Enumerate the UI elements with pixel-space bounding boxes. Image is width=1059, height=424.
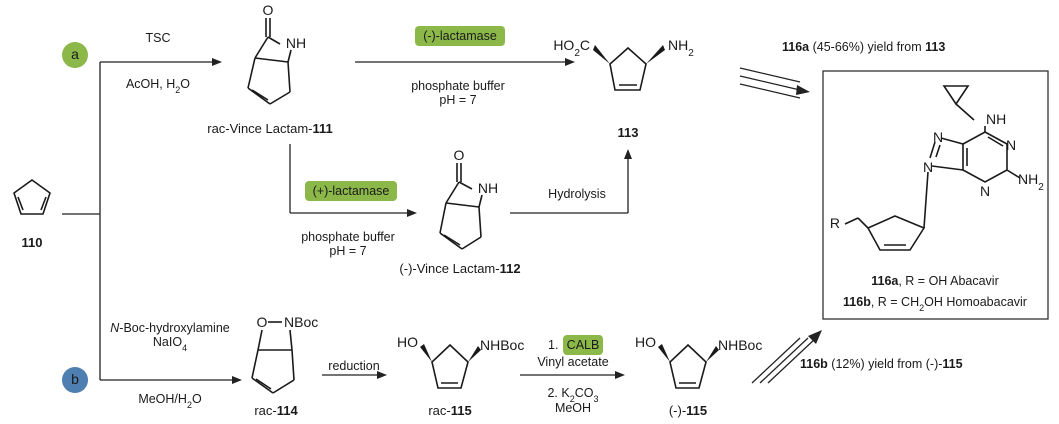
abacavir-structure	[844, 85, 1021, 251]
multistep-arrow-116b	[751, 330, 822, 384]
plus-lactamase-badge	[305, 181, 397, 201]
route-b-label: b	[71, 371, 79, 387]
phosphate-buffer-1: phosphate buffer	[411, 79, 505, 93]
lactam-112-oxygen: O	[454, 147, 465, 163]
r-group: R	[830, 215, 840, 231]
arrow-head-111-to-112	[407, 209, 417, 217]
vince-lactam-111-structure	[247, 18, 292, 105]
compound-rac-115-label: rac-115	[428, 403, 471, 418]
hydrolysis-label: Hydrolysis	[548, 187, 606, 201]
step2-meoh: MeOH	[555, 401, 591, 415]
cyclopentadiene-structure	[13, 179, 51, 215]
product-box	[822, 70, 1049, 320]
compound-114-label: rac-114	[254, 403, 298, 418]
nh2-group-113: NH2	[668, 37, 694, 59]
plus-lactamase-label: (+)-lactamase	[313, 184, 390, 198]
condition-naio4: NaIO4	[153, 335, 187, 353]
yield-116b: 116b (12%) yield from (-)-115	[800, 357, 963, 371]
route-a-badge	[62, 42, 88, 68]
vince-lactam-112-structure	[439, 163, 483, 250]
compound-113-label: 113	[618, 125, 639, 140]
product-116a-line: 116a, R = OH Abacavir	[871, 274, 999, 288]
arrow-head-112-to-113	[624, 149, 632, 159]
minus-115-structure	[658, 343, 719, 389]
condition-meoh-water: MeOH/H2O	[138, 392, 202, 410]
arrow-head-111-to-113	[565, 58, 575, 66]
reduction-label: reduction	[328, 359, 379, 373]
purine-n3: N	[980, 183, 990, 199]
rac-115-ho: HO	[397, 334, 418, 350]
amino-acid-113-structure	[593, 45, 665, 91]
rac-115-structure	[420, 343, 481, 389]
oxazine-114-structure	[251, 321, 295, 394]
phosphate-buffer-2: phosphate buffer	[301, 230, 395, 244]
arrow-head-route-a	[212, 58, 222, 66]
condition-acoh-water: AcOH, H2O	[126, 77, 190, 95]
purine-n7: N	[933, 129, 943, 145]
ho2c-group: HO2C	[553, 37, 590, 59]
calb-label: CALB	[567, 338, 600, 352]
calb-badge	[563, 335, 603, 355]
lactam-112-nh: NH	[478, 180, 498, 196]
arrow-head-114-to-115	[377, 371, 387, 379]
rac-115-nhboc: NHBoc	[480, 337, 524, 353]
compound-112-label: (-)-Vince Lactam-112	[399, 261, 520, 276]
minus-lactamase-badge	[415, 26, 505, 46]
step1-number: 1.	[548, 338, 558, 352]
route-b-badge	[62, 367, 88, 393]
route-a-label: a	[71, 46, 79, 62]
vinyl-acetate-label: Vinyl acetate	[537, 355, 608, 369]
multistep-arrow-116a	[739, 67, 810, 99]
purine-n1: N	[1006, 137, 1016, 153]
yield-116a: 116a (45-66%) yield from 113	[782, 40, 945, 54]
minus-lactamase-label: (-)-lactamase	[423, 29, 497, 43]
lactam-111-nh: NH	[286, 35, 306, 51]
minus-115-nhboc: NHBoc	[718, 337, 762, 353]
minus-115-ho: HO	[635, 334, 656, 350]
oxazine-oxygen: O	[257, 314, 268, 330]
compound-111-label: rac-Vince Lactam-111	[207, 121, 333, 136]
compound-minus-115-label: (-)-115	[669, 403, 707, 418]
compound-110-label: 110	[22, 235, 43, 250]
arrow-head-route-b	[232, 376, 242, 384]
ph-2: pH = 7	[329, 244, 366, 258]
purine-n9: N	[923, 159, 933, 175]
step2-k2co3: 2. K2CO3	[547, 386, 598, 404]
product-116b-line: 116b, R = CH2OH Homoabacavir	[843, 295, 1027, 313]
arrow-head-115-to-minus-115	[615, 371, 625, 379]
purine-nh: NH	[986, 111, 1006, 127]
ph-1: pH = 7	[439, 93, 476, 107]
condition-tsc: TSC	[146, 31, 171, 45]
purine-nh2: NH2	[1018, 171, 1044, 193]
oxazine-nboc: NBoc	[284, 314, 318, 330]
lactam-111-oxygen: O	[263, 2, 274, 18]
condition-boc-hydroxylamine: N-Boc-hydroxylamine	[110, 321, 230, 335]
